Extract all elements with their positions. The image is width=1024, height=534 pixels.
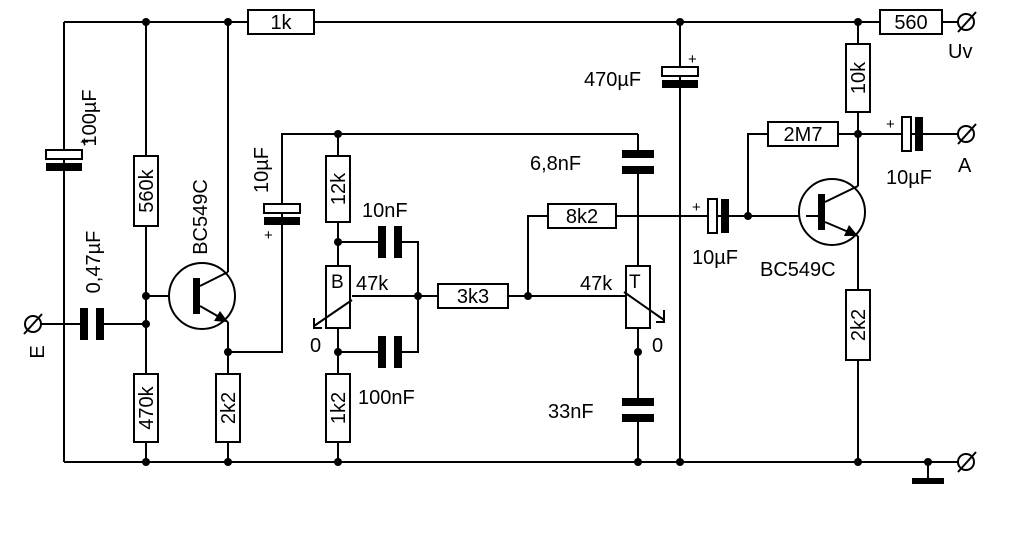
potentiometer-bass-value: 47k: [356, 273, 389, 295]
resistor-1k2: 1k2: [325, 373, 351, 443]
resistor-3k3: 3k3: [437, 283, 509, 309]
resistor-470k: 470k: [133, 373, 159, 443]
resistor-2k2-emitter: 2k2: [215, 373, 241, 443]
junction-dot: [142, 458, 150, 466]
capacitor-100uf-plus: +: [80, 134, 89, 151]
junction-dot: [334, 130, 342, 138]
resistor-12k-label: 12k: [328, 172, 350, 205]
resistor-8k2: 8k2: [547, 203, 617, 229]
potentiometer-treble-value: 47k: [580, 273, 613, 295]
junction-dot: [924, 458, 932, 466]
junction-dot: [142, 18, 150, 26]
resistor-3k3-label: 3k3: [457, 286, 489, 308]
wires: [40, 21, 972, 480]
capacitor-10uf-tone-plus: +: [264, 227, 273, 244]
terminal-input[interactable]: E: [23, 313, 49, 359]
resistor-2k2-output: 2k2: [845, 289, 871, 361]
terminal-supply-label: Uv: [948, 41, 972, 63]
resistor-470k-label: 470k: [136, 385, 158, 429]
junction-dot: [334, 348, 342, 356]
potentiometer-treble-zero: 0: [652, 335, 663, 357]
transistor-q2-label: BC549C: [760, 259, 836, 281]
resistor-1k2-label: 1k2: [328, 392, 350, 424]
junction-dot: [854, 130, 862, 138]
capacitor-10nf-label: 10nF: [362, 200, 408, 222]
junction-dot: [634, 458, 642, 466]
potentiometer-bass-wiper: [313, 299, 353, 327]
capacitor-100uf-label: 100µF: [79, 89, 101, 146]
resistor-2m7-label: 2M7: [784, 124, 823, 146]
junction-dot: [676, 458, 684, 466]
potentiometer-treble-wiper: [623, 291, 665, 321]
transistor-q1: BC549C: [168, 179, 236, 330]
capacitor-10uf-output-label: 10µF: [886, 167, 932, 189]
junction-dot: [634, 348, 642, 356]
capacitor-10uf-tone-label: 10µF: [251, 147, 273, 193]
ground-symbol: [912, 478, 944, 484]
potentiometer-bass-letter: B: [331, 272, 344, 293]
resistor-10k-label: 10k: [848, 61, 870, 94]
terminal-supply[interactable]: Uv: [948, 11, 977, 63]
resistor-10k: 10k: [845, 43, 871, 113]
capacitor-33nf: 33nF: [548, 398, 654, 423]
resistor-560: 560: [879, 9, 943, 35]
transistor-q2: BC549C: [760, 178, 866, 281]
tone-feed-wire: [228, 133, 638, 353]
resistor-2m7: 2M7: [767, 121, 839, 147]
terminal-output[interactable]: A: [957, 123, 977, 177]
resistor-560k: 560k: [133, 155, 159, 227]
junction-dot: [854, 458, 862, 466]
capacitor-10nf: 10nF: [362, 200, 408, 258]
capacitor-10uf-stage2: + 10µF: [692, 198, 738, 269]
terminal-output-label: A: [958, 155, 972, 177]
junction-dot: [224, 18, 232, 26]
capacitor-470uf-plus: +: [688, 51, 697, 68]
junction-dot: [142, 320, 150, 328]
capacitor-100nf: 100nF: [358, 336, 415, 409]
capacitor-047uf-label: 0,47µF: [83, 231, 105, 294]
junction-dots: [142, 18, 932, 466]
capacitor-10uf-output: + 10µF: [886, 116, 932, 189]
potentiometer-bass[interactable]: B 47k 0: [310, 265, 389, 357]
potentiometer-treble-letter: T: [629, 272, 641, 293]
capacitor-047uf: 0,47µF: [80, 231, 105, 340]
junction-dot: [414, 292, 422, 300]
capacitor-6-8nf: 6,8nF: [530, 150, 654, 175]
capacitor-100nf-label: 100nF: [358, 387, 415, 409]
resistor-560k-label: 560k: [136, 168, 158, 212]
capacitor-10uf-tone: + 10µF: [251, 147, 301, 244]
terminal-ground[interactable]: [957, 451, 977, 473]
transistor-q1-label: BC549C: [190, 179, 212, 255]
capacitor-10uf-stage2-label: 10µF: [692, 247, 738, 269]
capacitor-470uf-label: 470µF: [584, 69, 641, 91]
resistor-2k2-output-label: 2k2: [848, 309, 870, 341]
resistor-1k: 1k: [247, 9, 315, 35]
resistor-8k2-label: 8k2: [566, 206, 598, 228]
resistor-2k2-emitter-label: 2k2: [218, 392, 240, 424]
junction-dot: [224, 348, 232, 356]
junction-dot: [334, 238, 342, 246]
resistor-560-label: 560: [894, 12, 927, 34]
resistor-1k-label: 1k: [270, 12, 292, 34]
junction-dot: [524, 292, 532, 300]
potentiometer-bass-zero: 0: [310, 335, 321, 357]
capacitor-6-8nf-label: 6,8nF: [530, 153, 581, 175]
capacitor-470uf: + 470µF: [584, 51, 699, 91]
potentiometer-treble[interactable]: T 47k 0: [580, 265, 665, 357]
junction-dot: [676, 18, 684, 26]
capacitor-10uf-stage2-plus: +: [692, 199, 701, 216]
capacitor-10uf-output-plus: +: [886, 116, 895, 133]
terminal-input-label: E: [27, 345, 49, 358]
junction-dot: [334, 458, 342, 466]
junction-dot: [142, 292, 150, 300]
capacitor-100uf: + 100µF: [45, 89, 101, 171]
junction-dot: [854, 18, 862, 26]
resistor-12k: 12k: [325, 155, 351, 223]
junction-dot: [744, 212, 752, 220]
feedback-8k2-wire: [527, 215, 718, 296]
junction-dot: [224, 458, 232, 466]
capacitor-33nf-label: 33nF: [548, 401, 594, 423]
